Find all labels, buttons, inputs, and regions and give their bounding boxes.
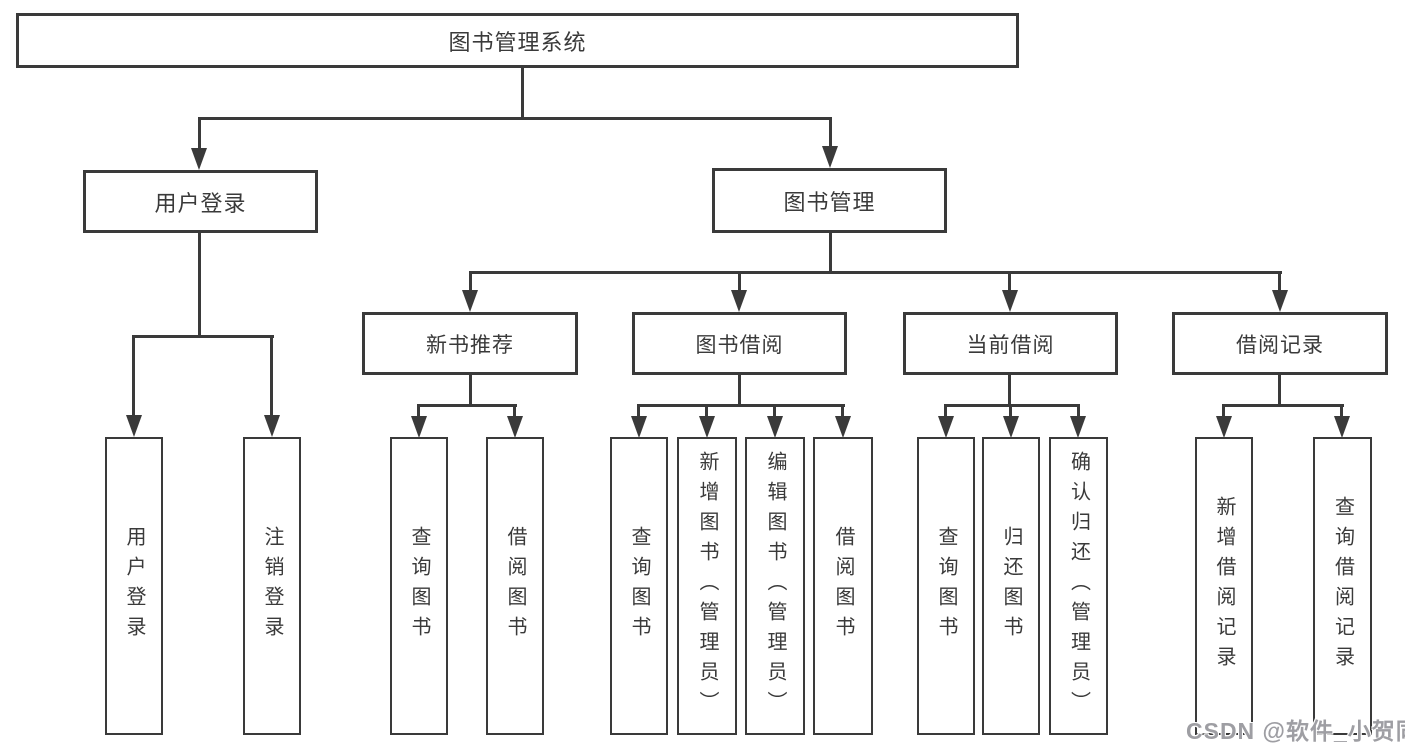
arrow-down-icon — [126, 415, 142, 437]
leaf-records-query-record: 查询借阅记录 — [1313, 437, 1372, 735]
leaf-logout-login: 注销登录 — [243, 437, 301, 735]
leaf-newbook-borrow-books: 借阅图书 — [486, 437, 544, 735]
arrow-down-icon — [1003, 416, 1019, 438]
connector-line — [1009, 404, 1012, 418]
connector-line — [198, 117, 832, 120]
leaf-label: 查询图书 — [628, 526, 650, 646]
leaf-borrow-edit-books-admin: 编辑图书（管理员） — [745, 437, 805, 735]
connector-line — [738, 271, 741, 293]
node-book-borrow: 图书借阅 — [632, 312, 847, 375]
connector-line — [944, 404, 947, 418]
node-borrow-records: 借阅记录 — [1172, 312, 1388, 375]
arrow-down-icon — [699, 416, 715, 438]
connector-line — [637, 404, 640, 418]
connector-line — [521, 68, 524, 118]
arrow-down-icon — [1216, 416, 1232, 438]
leaf-label: 借阅图书 — [832, 526, 854, 646]
connector-line — [469, 271, 1282, 274]
connector-line — [133, 335, 274, 338]
leaf-label: 新增借阅记录 — [1213, 496, 1235, 676]
node-label: 当前借阅 — [966, 333, 1055, 357]
connector-line — [1008, 375, 1011, 407]
connector-line — [469, 375, 472, 407]
arrow-down-icon — [631, 416, 647, 438]
arrow-down-icon — [264, 415, 280, 437]
arrow-down-icon — [1070, 416, 1086, 438]
leaf-label: 查询图书 — [935, 526, 957, 646]
leaf-borrow-add-books-admin: 新增图书（管理员） — [677, 437, 737, 735]
connector-line — [705, 404, 708, 418]
connector-line — [841, 404, 844, 418]
leaf-user-login: 用户登录 — [105, 437, 163, 735]
connector-line — [1278, 271, 1281, 293]
leaf-borrow-borrow-books: 借阅图书 — [813, 437, 873, 735]
leaf-records-add-record: 新增借阅记录 — [1195, 437, 1253, 735]
node-label: 图书管理 — [783, 189, 876, 215]
node-label: 图书借阅 — [695, 333, 784, 357]
connector-line — [773, 404, 776, 418]
arrow-down-icon — [1002, 290, 1018, 312]
leaf-label: 查询图书 — [408, 526, 430, 646]
node-label: 借阅记录 — [1236, 333, 1324, 357]
arrow-down-icon — [462, 290, 478, 312]
connector-line — [1222, 404, 1344, 407]
leaf-label: 确认归还（管理员） — [1067, 451, 1090, 721]
leaf-label: 编辑图书（管理员） — [764, 451, 786, 721]
arrow-down-icon — [835, 416, 851, 438]
connector-line — [469, 271, 472, 293]
leaf-current-confirm-return-admin: 确认归还（管理员） — [1049, 437, 1108, 735]
leaf-borrow-query-books: 查询图书 — [610, 437, 668, 735]
connector-line — [417, 404, 517, 407]
connector-line — [1278, 375, 1281, 407]
connector-line — [1077, 404, 1080, 418]
connector-line — [198, 233, 201, 337]
connector-line — [1222, 404, 1225, 418]
leaf-current-query-books: 查询图书 — [917, 437, 975, 735]
leaf-label: 新增图书（管理员） — [696, 451, 718, 721]
node-label: 用户登录 — [154, 190, 247, 216]
arrow-down-icon — [507, 416, 523, 438]
arrow-down-icon — [1272, 290, 1288, 312]
leaf-newbook-query-books: 查询图书 — [390, 437, 448, 735]
leaf-label: 注销登录 — [261, 526, 283, 646]
arrow-down-icon — [938, 416, 954, 438]
connector-line — [829, 117, 832, 148]
leaf-label: 用户登录 — [123, 526, 145, 646]
arrow-down-icon — [1334, 416, 1350, 438]
csdn-watermark: CSDN @软件_小贺同学 — [1186, 718, 1405, 744]
connector-line — [829, 233, 832, 274]
node-user-login-branch: 用户登录 — [83, 170, 318, 233]
node-library-system: 图书管理系统 — [16, 13, 1019, 68]
node-book-management-branch: 图书管理 — [712, 168, 947, 233]
arrow-down-icon — [767, 416, 783, 438]
arrow-down-icon — [191, 148, 207, 170]
leaf-label: 归还图书 — [1000, 526, 1022, 646]
leaf-label: 查询借阅记录 — [1331, 496, 1354, 676]
connector-line — [513, 404, 516, 418]
arrow-down-icon — [822, 146, 838, 168]
connector-line — [944, 404, 1080, 407]
leaf-current-return-books: 归还图书 — [982, 437, 1040, 735]
node-new-book-recommend: 新书推荐 — [362, 312, 578, 375]
node-current-borrow: 当前借阅 — [903, 312, 1118, 375]
arrow-down-icon — [731, 290, 747, 312]
connector-line — [417, 404, 420, 418]
leaf-label: 借阅图书 — [504, 526, 526, 646]
connector-line — [198, 117, 201, 150]
connector-line — [270, 335, 273, 417]
connector-line — [637, 404, 845, 407]
node-label: 新书推荐 — [426, 333, 514, 357]
node-label: 图书管理系统 — [448, 29, 587, 55]
arrow-down-icon — [411, 416, 427, 438]
connector-line — [132, 335, 135, 417]
connector-line — [1008, 271, 1011, 293]
connector-line — [1340, 404, 1343, 418]
connector-line — [738, 375, 741, 407]
